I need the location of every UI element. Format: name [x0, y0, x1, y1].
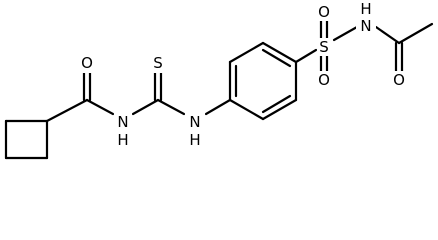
atom-label-amide-nh: N H: [114, 113, 132, 149]
molecule-structure-diagram: O N H S N H S O O H N O: [4, 0, 434, 160]
bond-nh-to-thiocarbonyl: [131, 98, 160, 116]
benzene-ring: [228, 41, 298, 121]
atom-label-sulfonamide-nh: H N: [356, 0, 376, 35]
bond-nh-to-acetyl: [374, 25, 401, 45]
bond-benzene-inner-3: [261, 94, 292, 114]
atom-label-carbonyl-o: O: [79, 54, 95, 73]
bond-thiocarbonyl-to-nh: [156, 98, 186, 116]
bond-benzene-inner-2: [261, 48, 292, 68]
bond-benzene-5: [261, 98, 298, 121]
amide-hydrogen-label: H: [117, 131, 128, 149]
sulfonamide-hydrogen-label: H: [360, 0, 371, 18]
bond-carbonyl-to-nh: [85, 98, 115, 116]
atom-label-sulfonyl-o-bottom: O: [316, 71, 332, 89]
bond-benzene-6: [228, 98, 265, 121]
acetyl-oxygen-label: O: [393, 71, 405, 89]
atom-label-sulfonyl-o-top: O: [316, 3, 332, 21]
sulfonyl-sulfur-label: S: [319, 38, 329, 56]
sulfonyl-oxygen-bottom-label: O: [318, 71, 330, 89]
bond-sulfonyl-to-nh: [332, 25, 359, 42]
carbonyl-oxygen-label: O: [81, 54, 93, 72]
bond-benzene-to-sulfonyl: [294, 48, 318, 64]
bond-benzene-3: [261, 41, 298, 64]
sulfonyl-oxygen-top-label: O: [318, 3, 330, 21]
cyclobutane-ring: [4, 119, 49, 160]
bond-ring-to-carbonyl: [45, 98, 89, 123]
sulfonamide-nitrogen-label: N: [360, 17, 371, 35]
thiocarbonyl-sulfur-label: S: [153, 54, 163, 72]
thiourea-nitrogen-label: N: [189, 113, 200, 131]
atom-label-thio-s: S: [151, 54, 165, 73]
atom-label-thiourea-nh: N H: [185, 113, 205, 149]
amide-nitrogen-label: N: [117, 113, 128, 131]
bond-benzene-2: [228, 41, 265, 64]
atom-label-acetyl-o: O: [391, 71, 407, 89]
bond-acetyl-to-methyl: [397, 22, 434, 45]
thiourea-hydrogen-label: H: [189, 131, 200, 149]
atom-label-sulfonyl-s: S: [317, 38, 331, 56]
bond-nh-to-benzene: [204, 98, 232, 116]
